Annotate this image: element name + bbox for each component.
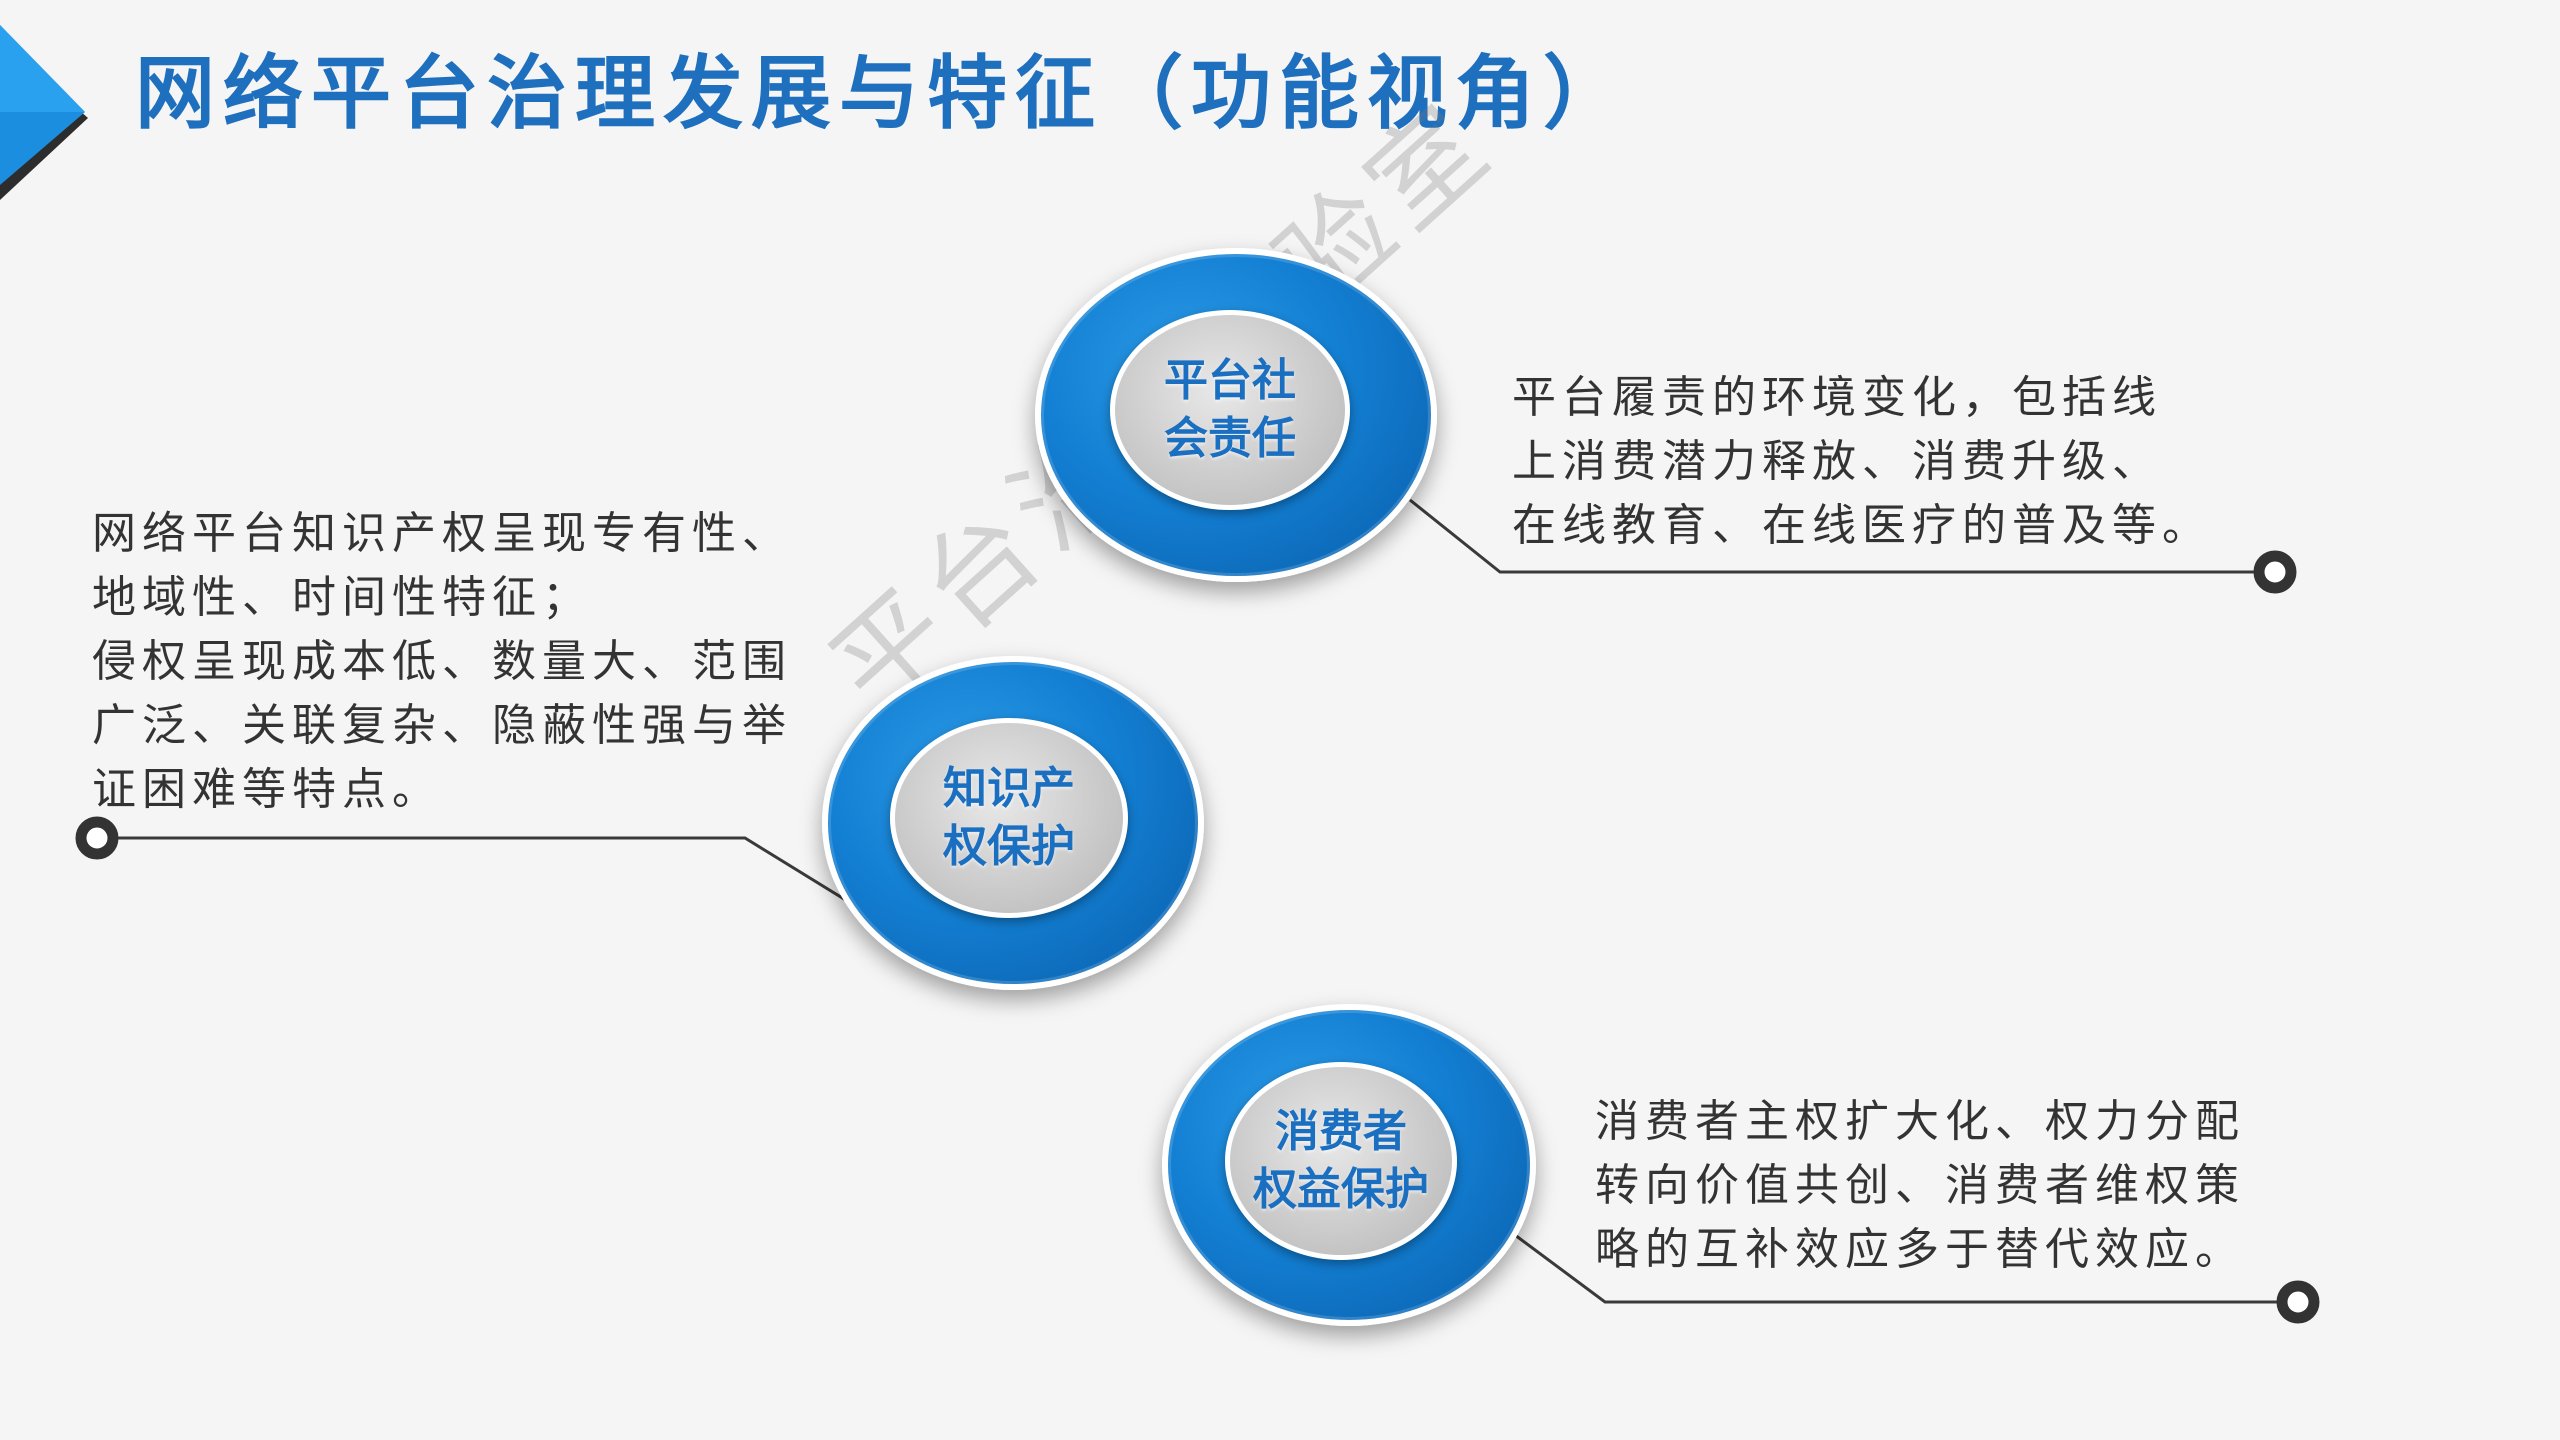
connector-end-dot-1	[2253, 550, 2297, 594]
connector-end-dot-3	[2276, 1280, 2320, 1324]
description-line: 转向价值共创、消费者维权策	[1595, 1160, 2245, 1211]
description-line: 网络平台知识产权呈现专有性、	[92, 508, 792, 559]
core-node-2: 知识产 权保护	[890, 718, 1128, 918]
core-node-1: 平台社 会责任	[1110, 310, 1350, 510]
connector-line-2	[100, 836, 871, 917]
corner-arrow-decoration	[0, 25, 88, 200]
page-title: 网络平台治理发展与特征（功能视角）	[135, 46, 1631, 140]
description-node-2: 网络平台知识产权呈现专有性、 地域性、时间性特征； 侵权呈现成本低、数量大、范围…	[92, 502, 792, 822]
core-node-3: 消费者 权益保护	[1225, 1062, 1457, 1260]
description-line: 平台履责的环境变化，包括线	[1512, 372, 2162, 423]
connector-end-dot-2	[75, 816, 119, 860]
description-node-3: 消费者主权扩大化、权力分配 转向价值共创、消费者维权策 略的互补效应多于替代效应…	[1595, 1090, 2245, 1282]
description-node-1: 平台履责的环境变化，包括线 上消费潜力释放、消费升级、 在线教育、在线医疗的普及…	[1512, 366, 2212, 558]
connector-line-3	[1514, 1233, 2285, 1304]
description-line: 地域性、时间性特征；	[92, 572, 592, 623]
description-line: 略的互补效应多于替代效应。	[1595, 1224, 2245, 1275]
description-line: 证困难等特点。	[92, 764, 442, 815]
description-line: 侵权呈现成本低、数量大、范围	[92, 636, 792, 687]
description-line: 在线教育、在线医疗的普及等。	[1512, 500, 2212, 551]
description-line: 消费者主权扩大化、权力分配	[1595, 1096, 2245, 1147]
description-line: 广泛、关联复杂、隐蔽性强与举	[92, 700, 792, 751]
node-label-2: 知识产 权保护	[943, 763, 1075, 872]
connector-line-1	[1409, 498, 2265, 574]
node-label-3: 消费者 权益保护	[1253, 1106, 1429, 1215]
node-label-1: 平台社 会责任	[1164, 355, 1296, 464]
description-line: 上消费潜力释放、消费升级、	[1512, 436, 2162, 487]
